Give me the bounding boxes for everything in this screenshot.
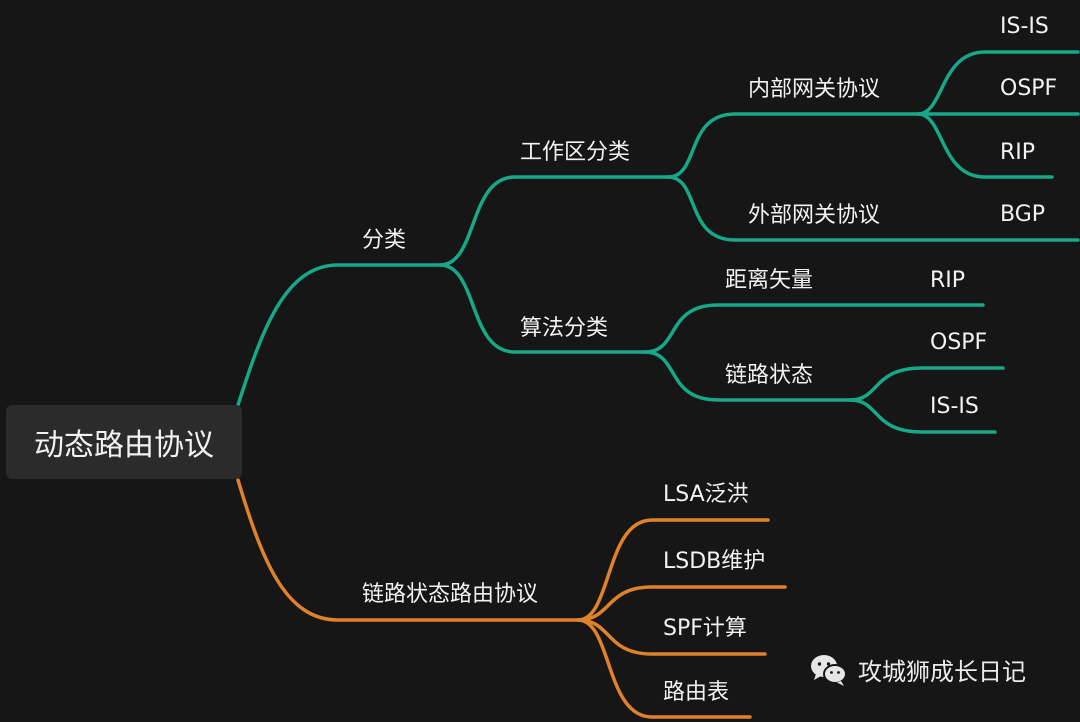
algorithm-node[interactable]: 算法分类: [520, 316, 609, 341]
algorithm-to-link-state-line: [643, 350, 852, 402]
link-state-item-ospf[interactable]: OSPF: [930, 330, 988, 355]
classification-branch-lines: [236, 50, 1080, 434]
root-label: 动态路由协议: [34, 428, 214, 463]
lsp-item-route-table[interactable]: 路由表: [663, 680, 730, 705]
classification-to-workarea-line: [438, 175, 670, 267]
root-to-classification-line: [236, 263, 442, 407]
exterior-gateway-node[interactable]: 外部网关协议: [748, 203, 881, 228]
interior-item-rip[interactable]: RIP: [1000, 140, 1036, 165]
classification-to-algorithm-line: [438, 263, 647, 354]
workarea-to-interior-line: [666, 112, 920, 179]
root-to-link-state-protocol-line: [236, 478, 580, 622]
distance-vector-node[interactable]: 距离矢量: [725, 268, 814, 293]
link-state-protocol-node[interactable]: 链路状态路由协议: [362, 582, 539, 607]
workarea-to-exterior-line: [666, 175, 1080, 242]
lsp-to-lsdb-line: [576, 585, 787, 622]
lsp-to-lsa-line: [576, 518, 770, 622]
lsp-item-spf[interactable]: SPF计算: [663, 616, 747, 641]
wechat-icon: [811, 654, 847, 686]
link-state-to-ospf-line: [848, 366, 1005, 402]
interior-item-isis[interactable]: IS-IS: [1000, 14, 1049, 39]
root-node[interactable]: 动态路由协议: [6, 405, 242, 479]
algorithm-to-distance-vector-line: [643, 303, 985, 354]
lsp-item-lsa-flood[interactable]: LSA泛洪: [663, 482, 749, 507]
interior-to-isis-line: [916, 50, 1080, 116]
link-state-item-isis[interactable]: IS-IS: [930, 394, 979, 419]
link-state-to-isis-line: [848, 398, 997, 434]
watermark: 攻城狮成长日记: [810, 652, 1026, 687]
classification-node[interactable]: 分类: [362, 228, 407, 253]
link-state-protocol-branch-lines: [236, 478, 787, 719]
lsp-to-spf-line: [576, 618, 767, 656]
lsp-item-lsdb[interactable]: LSDB维护: [663, 549, 766, 574]
interior-to-rip-line: [916, 112, 1054, 179]
watermark-text: 攻城狮成长日记: [858, 658, 1026, 686]
interior-item-ospf[interactable]: OSPF: [1000, 76, 1058, 101]
exterior-item-bgp[interactable]: BGP: [1000, 202, 1046, 227]
distance-vector-item-rip[interactable]: RIP: [930, 268, 966, 293]
link-state-node[interactable]: 链路状态: [725, 363, 814, 388]
workarea-node[interactable]: 工作区分类: [520, 140, 631, 165]
lsp-to-route-table-line: [576, 618, 752, 719]
interior-gateway-node[interactable]: 内部网关协议: [748, 77, 881, 102]
